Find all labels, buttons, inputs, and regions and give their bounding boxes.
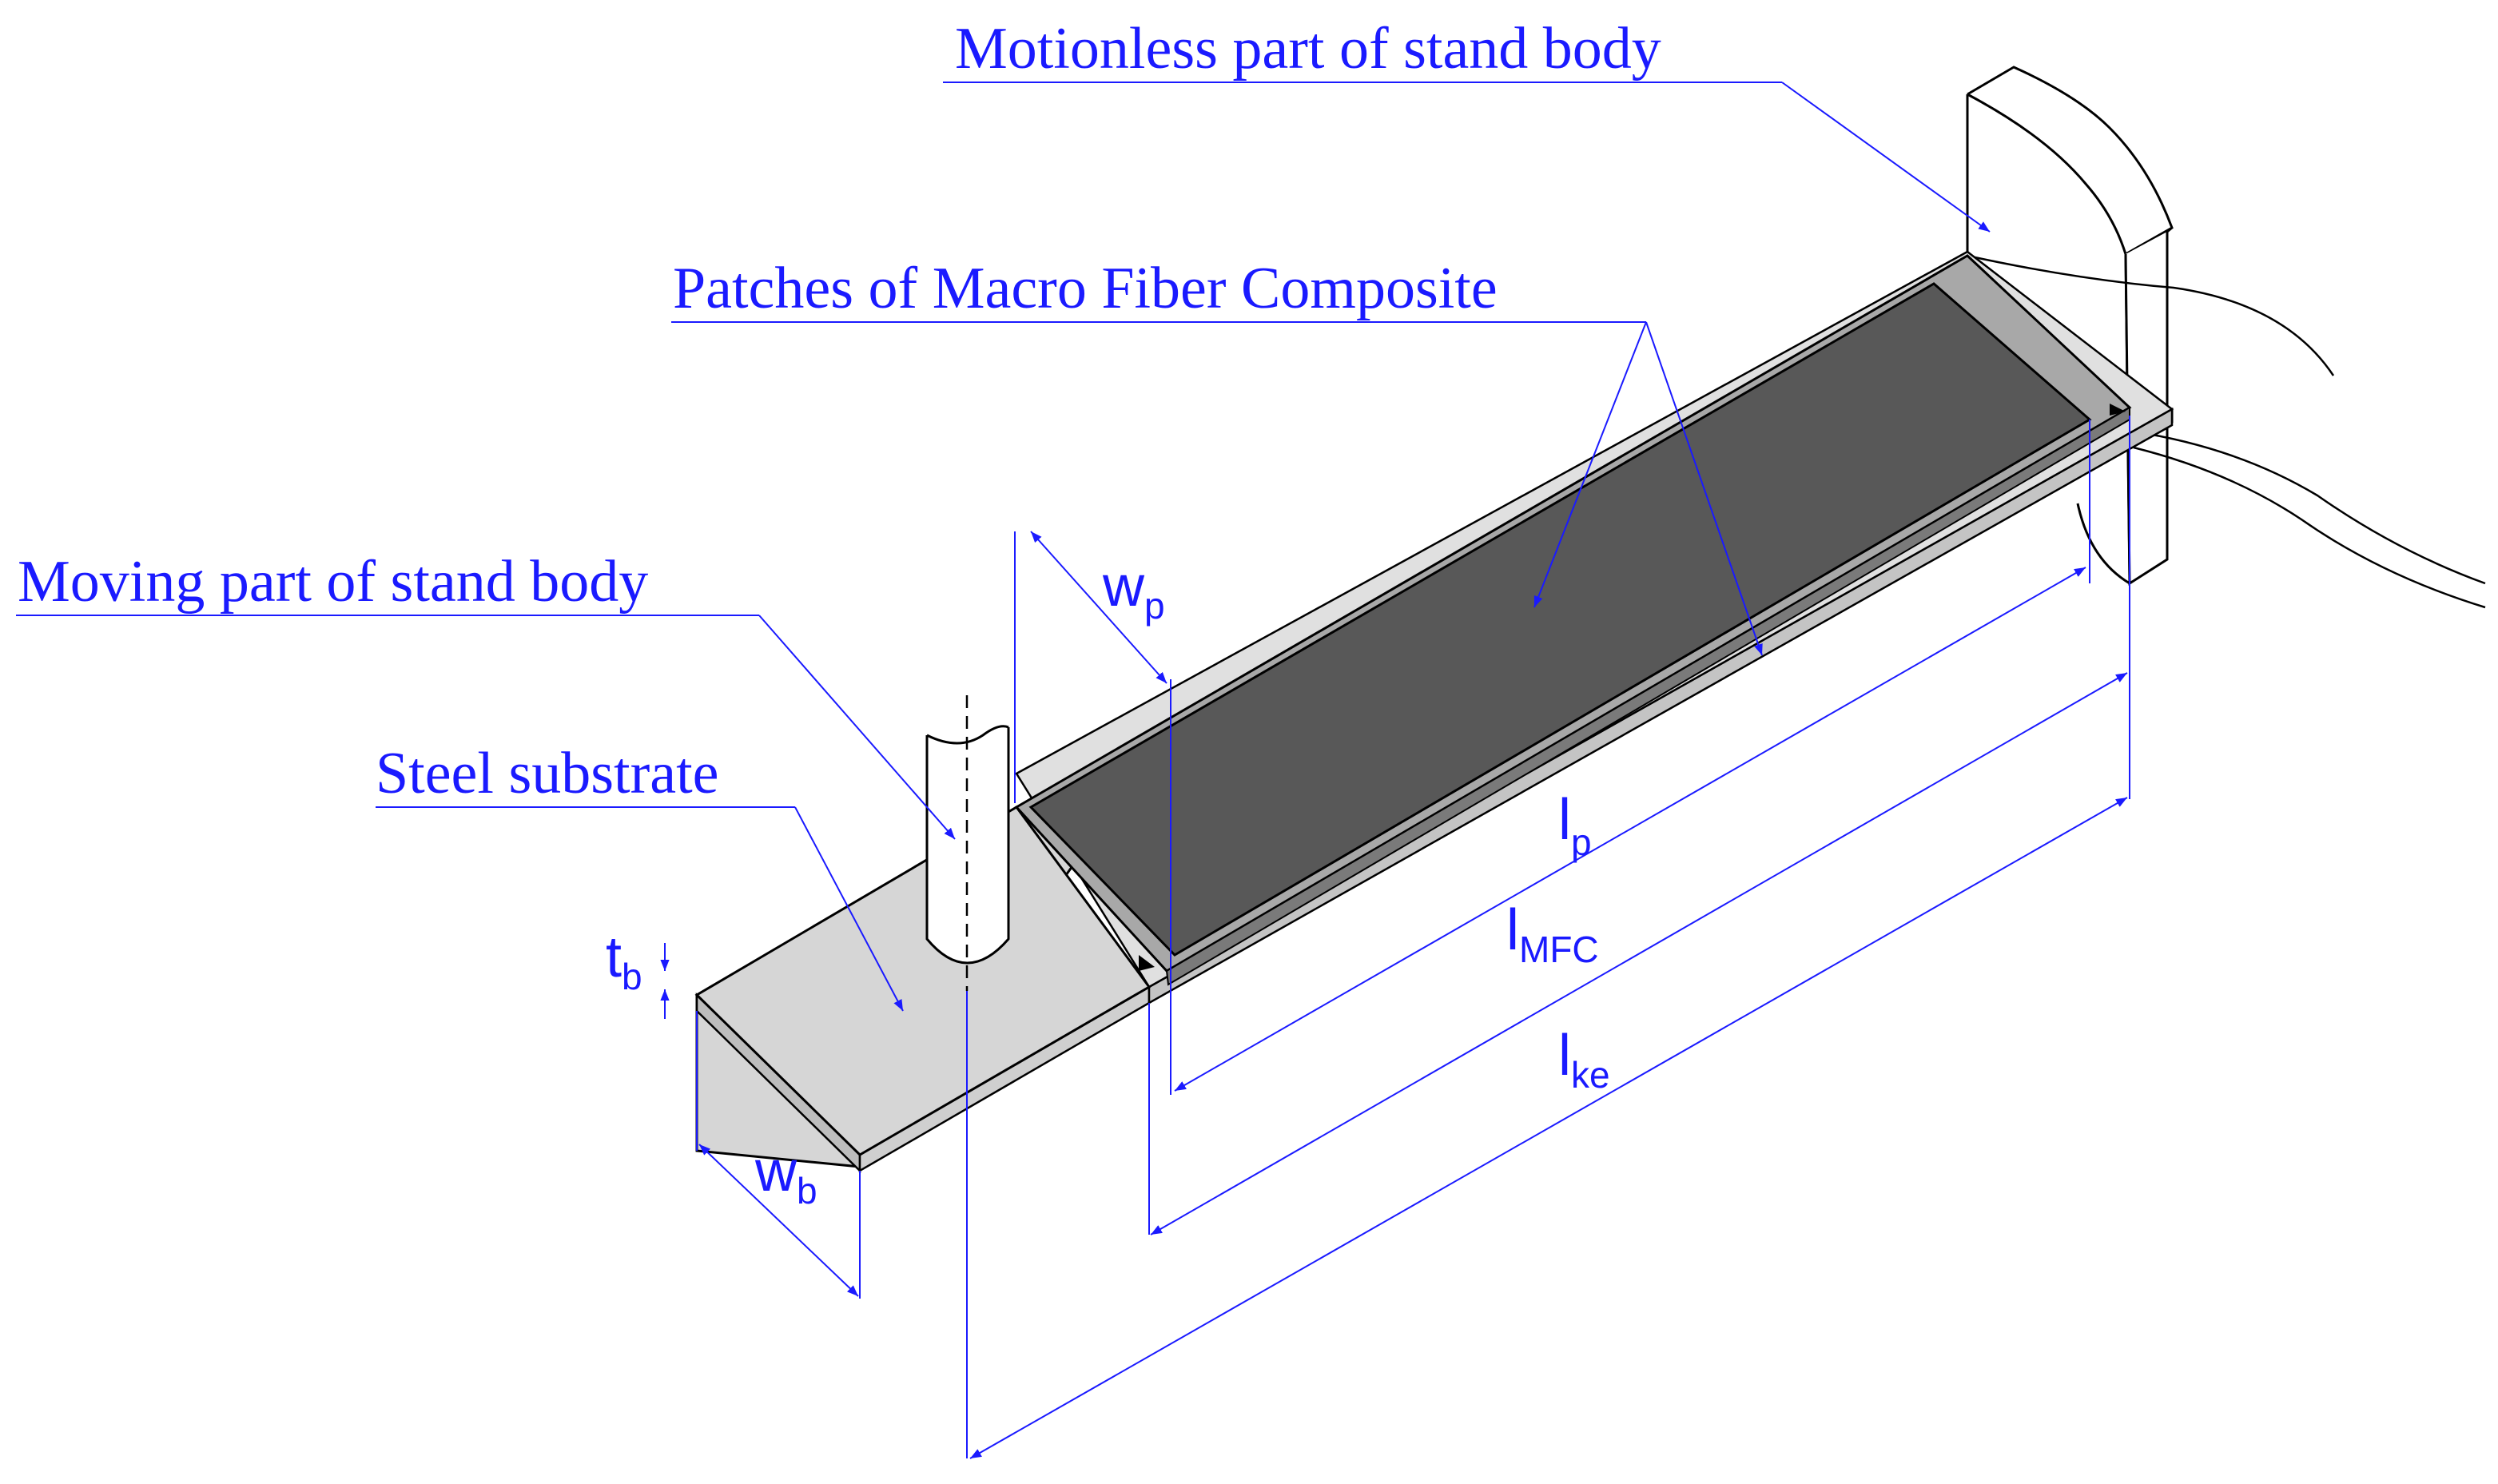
label-moving-stand-body: Moving part of stand body bbox=[18, 549, 648, 615]
dim-lmfc: lMFC bbox=[1506, 898, 1599, 970]
dim-lke: lke bbox=[1558, 1024, 1610, 1096]
dim-lp: lp bbox=[1558, 788, 1592, 863]
dimension-lines bbox=[660, 416, 2130, 1459]
dim-wp: wp bbox=[1102, 555, 1165, 627]
dim-wb: wb bbox=[754, 1140, 817, 1211]
label-mfc-patches: Patches of Macro Fiber Composite bbox=[673, 256, 1498, 321]
callout-leaders bbox=[16, 82, 1991, 1012]
dim-tb: tb bbox=[606, 925, 642, 997]
label-motionless-stand-body: Motionless part of stand body bbox=[955, 16, 1661, 82]
moving-stand-body bbox=[925, 695, 1010, 991]
mfc-patch bbox=[1014, 254, 2132, 986]
label-steel-substrate: Steel substrate bbox=[376, 741, 719, 806]
